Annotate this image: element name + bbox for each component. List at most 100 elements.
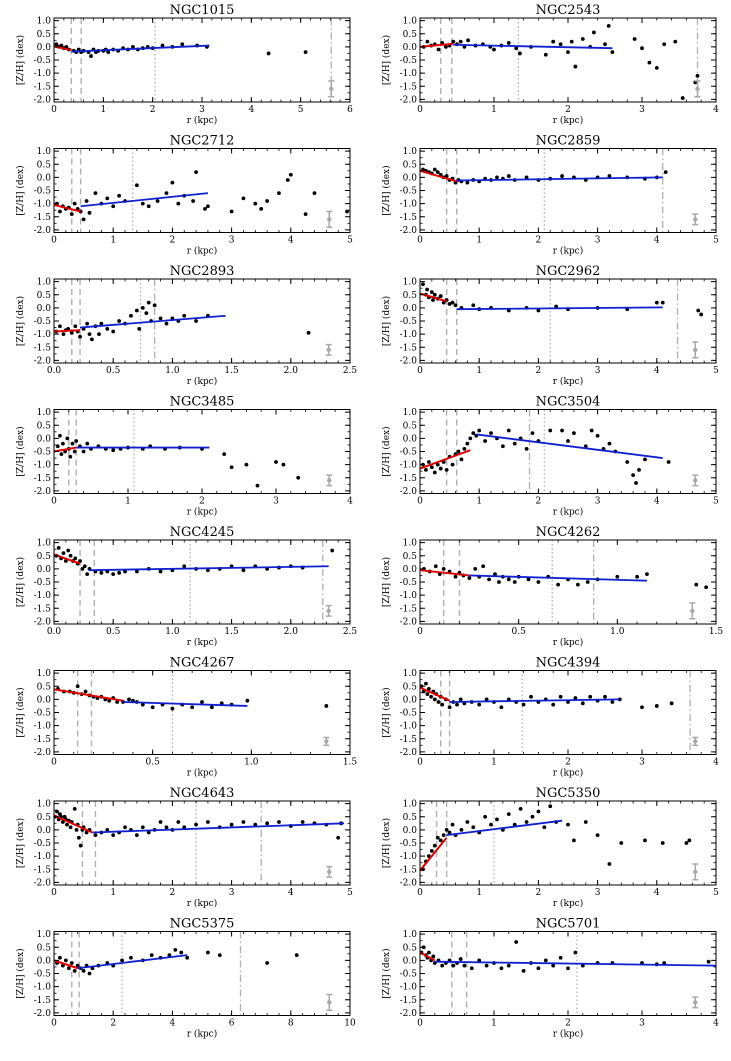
x-tick-label: 3 <box>595 366 601 376</box>
outer-fit-line <box>79 314 226 329</box>
y-tick-label: 0.0 <box>403 43 418 53</box>
data-point <box>107 698 112 703</box>
data-point <box>129 955 133 960</box>
data-point <box>436 47 441 52</box>
y-tick-label: 1.0 <box>37 800 52 810</box>
x-tick-label: 5 <box>347 236 353 246</box>
y-tick-label: -1.5 <box>400 213 418 223</box>
data-point <box>206 568 210 573</box>
data-point <box>536 966 541 971</box>
y-tick-label: -0.5 <box>400 970 418 980</box>
data-point <box>68 454 73 459</box>
data-point <box>303 212 308 217</box>
y-tick-label: -2.0 <box>400 95 418 105</box>
data-point <box>324 704 329 708</box>
data-point <box>194 170 198 175</box>
data-point <box>694 582 699 587</box>
data-point <box>120 958 124 963</box>
data-point <box>573 696 578 700</box>
data-point <box>111 833 116 838</box>
typical-error-bar <box>325 604 332 617</box>
data-point <box>83 689 88 694</box>
y-tick-label: -1.0 <box>400 852 418 862</box>
inner-fit-line <box>53 959 78 970</box>
x-tick-label: 0.0 <box>47 366 62 376</box>
data-point <box>699 312 704 317</box>
y-tick-label: -1.0 <box>34 330 52 340</box>
outer-fit-line <box>453 43 613 50</box>
y-tick-label: -1.5 <box>400 474 418 484</box>
data-point <box>524 446 529 451</box>
data-point <box>69 330 74 335</box>
data-point <box>277 820 281 824</box>
y-tick-label: 0.5 <box>403 30 418 40</box>
data-point <box>497 580 501 584</box>
data-point <box>465 820 470 824</box>
x-tick-label: 0 <box>417 1019 423 1029</box>
y-axis-label: [Z/H] (dex) <box>381 948 392 998</box>
y-tick-label: -1.5 <box>34 343 52 353</box>
y-axis-label: [Z/H] (dex) <box>381 35 392 85</box>
data-point <box>160 43 165 48</box>
data-point <box>194 822 198 827</box>
y-axis-label: [Z/H] (dex) <box>15 687 26 737</box>
y-axis-label: [Z/H] (dex) <box>15 426 26 476</box>
data-point <box>61 332 66 337</box>
data-point <box>489 822 493 827</box>
data-point <box>72 201 77 206</box>
data-point <box>203 206 207 211</box>
data-point <box>123 569 127 574</box>
x-axis-label: r (kpc) <box>553 246 583 257</box>
data-point <box>80 566 85 571</box>
x-tick-label: 0 <box>51 105 57 115</box>
x-tick-label: 4 <box>288 888 294 898</box>
y-tick-label: -1.0 <box>34 983 52 993</box>
data-point <box>432 292 437 297</box>
data-point <box>438 294 443 298</box>
data-point <box>78 559 82 563</box>
data-point <box>105 827 110 832</box>
data-point <box>63 559 68 563</box>
y-tick-label: -1.0 <box>34 461 52 471</box>
data-point <box>87 971 92 976</box>
y-tick-label: -1.0 <box>400 722 418 732</box>
y-tick-label: -1.5 <box>34 604 52 614</box>
outer-fit-line <box>77 954 188 970</box>
typical-error-bar <box>326 474 333 487</box>
data-point <box>111 572 116 577</box>
x-tick-label: 0 <box>417 627 423 637</box>
data-point <box>429 694 433 699</box>
y-tick-label: -2.0 <box>400 1009 418 1019</box>
data-point <box>558 955 563 960</box>
plot-frame <box>53 539 351 625</box>
data-point <box>441 566 446 571</box>
data-point <box>99 321 104 326</box>
inner-fit-line <box>53 814 93 834</box>
x-axis-label: r (kpc) <box>187 898 217 909</box>
data-point <box>117 319 122 323</box>
data-point <box>134 308 139 313</box>
data-point <box>190 705 195 710</box>
data-point <box>294 953 299 958</box>
data-point <box>643 457 647 462</box>
x-tick-label: 1 <box>476 236 482 246</box>
y-tick-label: 0.0 <box>403 173 418 183</box>
x-tick-label: 5 <box>347 888 353 898</box>
typical-error-bar <box>323 736 330 747</box>
y-tick-label: 1.0 <box>37 930 52 940</box>
data-point <box>432 470 437 475</box>
data-point <box>55 444 60 449</box>
data-point <box>477 428 482 433</box>
y-tick-label: -2.0 <box>34 1009 52 1019</box>
y-tick-label: -0.5 <box>400 578 418 588</box>
y-tick-label: -1.0 <box>34 722 52 732</box>
data-point <box>506 174 511 178</box>
data-point <box>706 959 711 964</box>
data-point <box>512 822 517 827</box>
plot-frame <box>53 409 351 494</box>
data-point <box>521 702 526 707</box>
data-point <box>185 955 190 960</box>
x-tick-label: 5 <box>713 497 719 507</box>
data-point <box>640 46 644 51</box>
data-point <box>635 574 639 579</box>
